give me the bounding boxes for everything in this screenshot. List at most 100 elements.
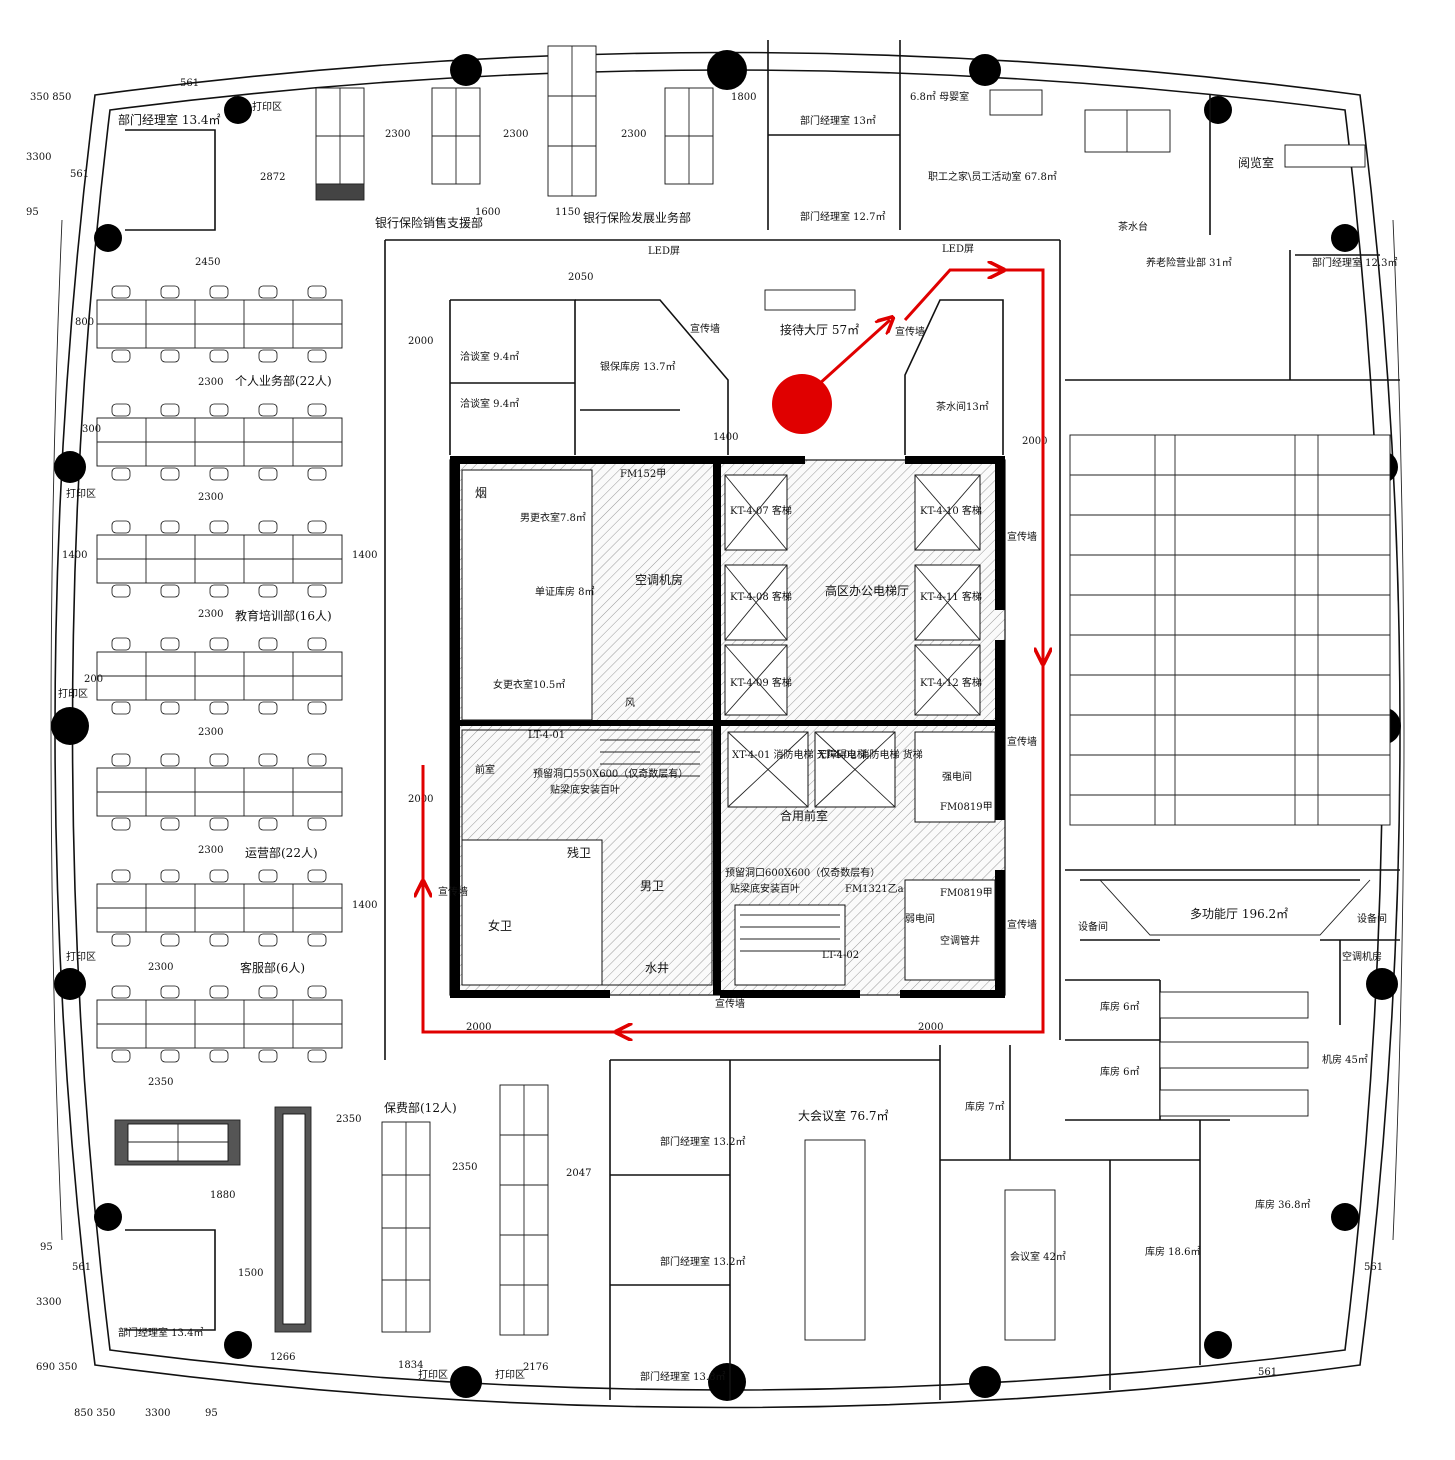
promo-wall-v1-label: 宣传墙: [1007, 530, 1037, 543]
operation-dept-label: 运营部(22人): [245, 845, 318, 860]
route-arrow-4: [620, 660, 1045, 1032]
air-shaft-label: 风: [625, 697, 635, 709]
dim-2000-e: 2000: [918, 1022, 943, 1033]
led-screen-2-label: LED屏: [942, 243, 974, 255]
sales-support-label: 银行保险销售支援部: [375, 215, 483, 230]
dim-2047: 2047: [566, 1168, 591, 1179]
mgr-office-bl-label: 部门经理室 13.4㎡: [118, 1326, 203, 1339]
dim-bottom-850-350: 850 350: [74, 1408, 115, 1419]
dim-800: 800: [75, 317, 94, 328]
dim-2300-b: 2300: [503, 129, 528, 140]
bank-storage-label: 银保库房 13.7㎡: [600, 360, 675, 373]
storage-7-label: 库房 7㎡: [965, 1100, 1005, 1113]
workstations-bottom: [114, 1084, 549, 1336]
strong-elec-label: 强电间: [942, 770, 972, 783]
premium-dept-label: 保费部(12人): [384, 1100, 457, 1115]
promo-wall-v4-label: 宣传墙: [438, 885, 468, 898]
dim-95-left: 95: [26, 207, 39, 218]
dim-2000-c: 2000: [408, 794, 433, 805]
print-area-tl-label: 打印区: [252, 100, 282, 113]
lift-kt09-label: KT-4-09 客梯: [730, 676, 792, 689]
disabled-wc-label: 残卫: [567, 846, 591, 860]
men-wc-label: 男卫: [640, 879, 664, 893]
big-meeting-room-label: 大会议室 76.7㎡: [798, 1108, 889, 1123]
ac-room-label: 空调机房: [635, 572, 683, 587]
dim-1834: 1834: [398, 1360, 423, 1371]
dimension-labels: 561 350 850 3300 95 561 2872 2300 2300 2…: [26, 78, 1383, 1419]
education-dept-label: 教育培训部(16人): [235, 608, 332, 623]
dim-95-bottom-left: 95: [40, 1242, 53, 1253]
dim-2176: 2176: [523, 1362, 548, 1373]
print-area-b1-label: 打印区: [418, 1368, 448, 1381]
door-fm0819-label: FM0819甲: [940, 802, 993, 813]
promo-wall-2-label: 宣传墙: [895, 325, 925, 338]
promo-wall-v3-label: 宣传墙: [1007, 918, 1037, 931]
dim-561-left: 561: [70, 169, 89, 180]
reception-hall-label: 接待大厅 57㎡: [780, 322, 859, 337]
dim-2450: 2450: [195, 257, 220, 268]
women-changing-label: 女更衣室10.5㎡: [493, 678, 565, 691]
print-area-l2-label: 打印区: [58, 687, 88, 700]
dim-2350: 2350: [148, 1077, 173, 1088]
room-labels: 部门经理室 13.4㎡ 打印区 银行保险销售支援部 银行保险发展业务部 部门经理…: [58, 90, 1397, 1383]
dim-1400-left: 1400: [62, 550, 87, 561]
dim-1880: 1880: [210, 1190, 235, 1201]
storage-6a-label: 库房 6㎡: [1100, 1000, 1140, 1013]
door-fm152-label: FM152甲: [620, 469, 666, 480]
dim-3300-bottom-left: 3300: [36, 1297, 61, 1308]
print-area-l1-label: 打印区: [66, 487, 96, 500]
dim-1400-right: 1400: [352, 550, 377, 561]
weak-elec-label: 弱电间: [905, 912, 935, 925]
dim-300: 300: [82, 424, 101, 435]
mgr-office-b3-label: 部门经理室 13.8㎡: [640, 1370, 725, 1383]
mgr-office-tr-label: 部门经理室 12.3㎡: [1312, 256, 1397, 269]
tea-room-label: 茶水间13㎡: [936, 400, 989, 413]
dim-2300-v4: 2300: [198, 727, 223, 738]
dim-2300-v6: 2300: [148, 962, 173, 973]
equipment-room-2-label: 设备间: [1357, 912, 1387, 925]
building-envelope: [50, 51, 1405, 1409]
dim-1400-right-2: 1400: [352, 900, 377, 911]
lift-kt08-label: KT-4-08 客梯: [730, 590, 792, 603]
pension-dept-label: 养老险营业部 31㎡: [1146, 256, 1232, 269]
dim-bottom-95: 95: [205, 1408, 218, 1419]
negotiation-room-1-label: 洽谈室 9.4㎡: [460, 350, 519, 363]
central-core: [449, 456, 1006, 998]
dim-2300-a: 2300: [385, 129, 410, 140]
customer-dept-label: 客服部(6人): [240, 960, 305, 975]
dim-561-bl: 561: [72, 1262, 91, 1273]
dim-1400-center: 1400: [713, 432, 738, 443]
lift-kt12-label: KT-4-12 客梯: [920, 676, 982, 689]
dim-1150: 1150: [555, 207, 580, 218]
staff-home-label: 职工之家\员工活动室 67.8㎡: [928, 170, 1057, 183]
dim-bottom-3300: 3300: [145, 1408, 170, 1419]
partition-walls: [125, 40, 1400, 1400]
dim-2300-v2: 2300: [198, 492, 223, 503]
route-overlay: [423, 270, 1043, 1032]
vent-hole-1b-label: 贴梁底安装百叶: [550, 783, 620, 796]
door-fm1321-label: FM1321乙a: [845, 883, 904, 895]
men-changing-label: 男更衣室7.8㎡: [520, 511, 586, 524]
storage-18-6-label: 库房 18.6㎡: [1145, 1245, 1200, 1258]
bank-dev-label: 银行保险发展业务部: [583, 210, 691, 225]
meeting-furniture: [764, 89, 1366, 1341]
meeting-42-label: 会议室 42㎡: [1010, 1250, 1066, 1263]
dim-2050: 2050: [568, 272, 593, 283]
dim-1600: 1600: [475, 207, 500, 218]
led-screen-1-label: LED屏: [648, 245, 680, 257]
dim-561-br: 561: [1258, 1367, 1277, 1378]
door-fm0819b-label: FM0819甲: [940, 888, 993, 899]
elevator-hall-label: 高区办公电梯厅: [825, 583, 909, 598]
dim-561-tl: 561: [180, 78, 199, 89]
mgr-office-tl-label: 部门经理室 13.4㎡: [118, 112, 221, 127]
route-arrow-1: [816, 320, 890, 387]
multi-function-hall-label: 多功能厅 196.2㎡: [1190, 907, 1288, 921]
front-room-label: 前室: [475, 763, 495, 776]
storage-36-8-label: 库房 36.8㎡: [1255, 1198, 1310, 1211]
route-arrow-2: [903, 270, 1000, 322]
fire-lift-1-label: XT-4-01 消防电梯 无障碍电梯: [732, 748, 867, 761]
training-seating: [1069, 434, 1391, 1117]
personal-dept-label: 个人业务部(22人): [235, 373, 332, 388]
workstations-left: [96, 299, 343, 1049]
